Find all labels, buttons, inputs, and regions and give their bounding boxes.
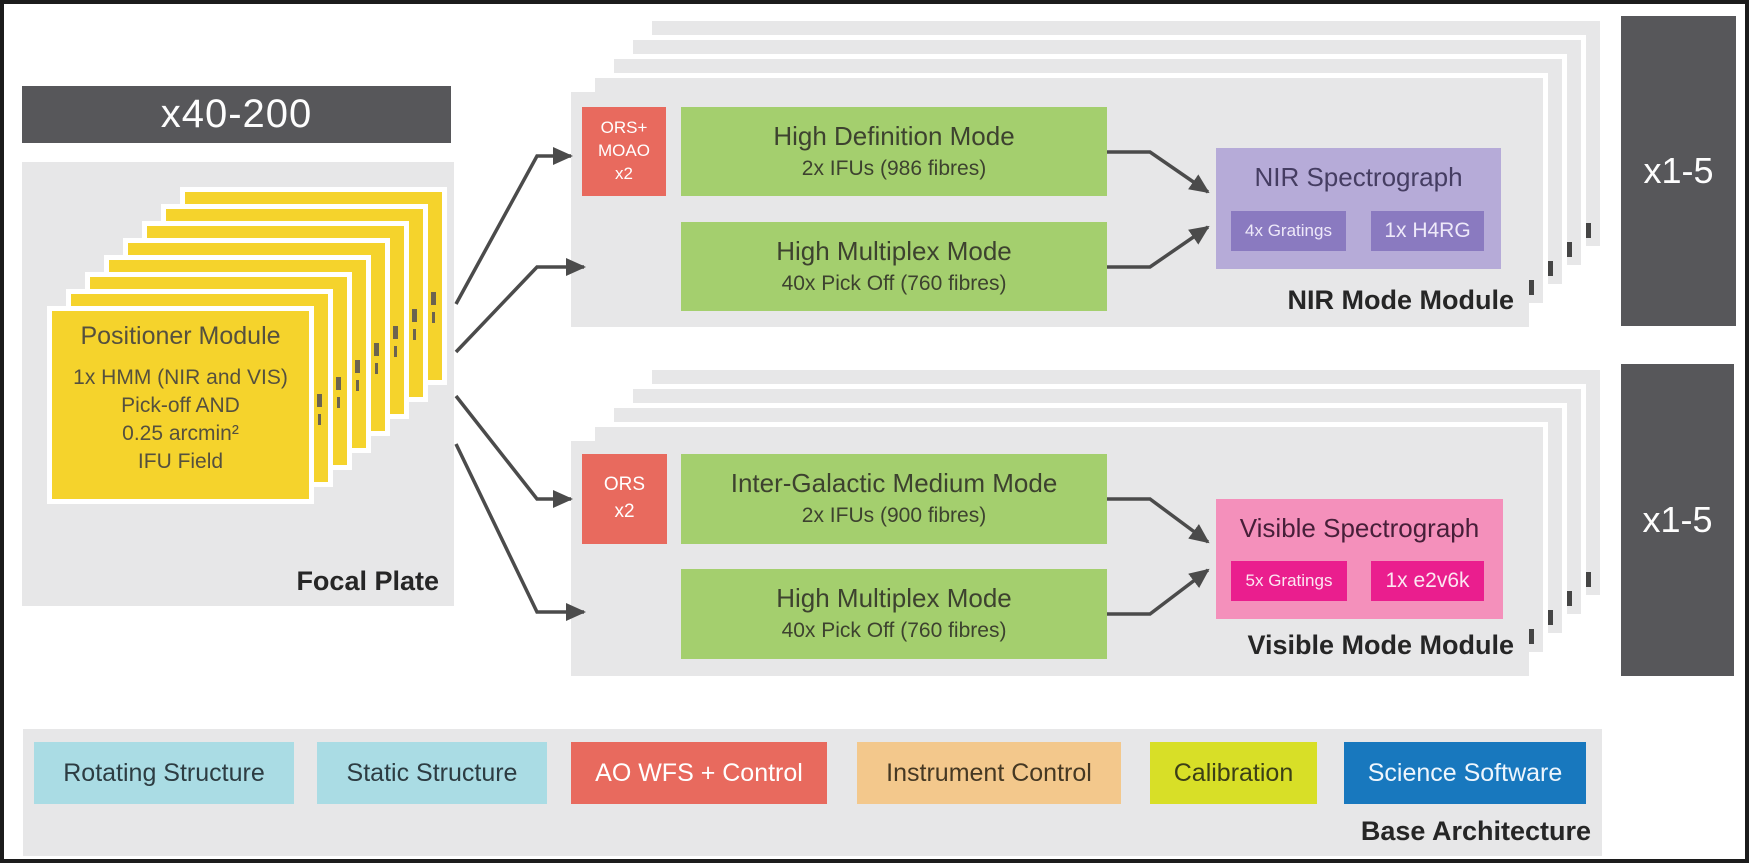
legend-calibration: Calibration	[1150, 742, 1317, 804]
mode-title: High Definition Mode	[773, 120, 1015, 151]
nir-spectrograph-title: NIR Spectrograph	[1254, 162, 1463, 192]
nir-ao-line: MOAO	[598, 141, 650, 161]
focal-multiplier-label: x40-200	[160, 92, 313, 136]
clipped-text-fragment	[1566, 242, 1572, 257]
clipped-text-fragment	[355, 359, 360, 373]
nir-high-multiplex-mode-box: High Multiplex Mode 40x Pick Off (760 fi…	[681, 222, 1107, 311]
base-architecture-label: Base Architecture	[1360, 816, 1591, 846]
nir-ao-box: ORS+ MOAO x2	[582, 107, 666, 196]
legend-label: Instrument Control	[886, 758, 1092, 787]
vis-mode-module-label: Visible Mode Module	[1247, 630, 1514, 660]
legend-instrument-control: Instrument Control	[857, 742, 1121, 804]
vis-multiplier-box: x1-5	[1621, 364, 1734, 676]
clipped-text-fragment	[374, 342, 379, 356]
legend-label: Rotating Structure	[63, 758, 265, 787]
clipped-text-fragment	[1528, 280, 1534, 295]
clipped-text-fragment	[317, 393, 322, 407]
mode-title: High Multiplex Mode	[776, 583, 1012, 614]
legend-science-software: Science Software	[1344, 742, 1586, 804]
clipped-text-fragment	[1547, 610, 1553, 625]
nir-high-definition-mode-box: High Definition Mode 2x IFUs (986 fibres…	[681, 107, 1107, 196]
mode-subtitle: 2x IFUs (986 fibres)	[801, 156, 987, 180]
positioner-card-line: 0.25 arcmin²	[122, 421, 239, 445]
clipped-text-fragment	[1528, 629, 1534, 644]
clipped-text-fragment	[412, 308, 417, 322]
nir-mode-module-label: NIR Mode Module	[1287, 285, 1514, 315]
legend-label: Science Software	[1367, 758, 1563, 787]
nir-gratings-chip: 4x Gratings	[1231, 211, 1346, 251]
vis-spectrograph-box: Visible Spectrograph	[1216, 499, 1503, 619]
vis-multiplier-label: x1-5	[1642, 499, 1713, 540]
arrow-focal-to-vis-hmm	[454, 443, 586, 621]
vis-igm-mode-box: Inter-Galactic Medium Mode 2x IFUs (900 …	[681, 454, 1107, 544]
clipped-text-fragment	[336, 376, 341, 390]
legend-static-structure: Static Structure	[317, 742, 547, 804]
nir-detector-chip: 1x H4RG	[1371, 211, 1484, 251]
vis-gratings-chip: 5x Gratings	[1231, 561, 1347, 601]
legend-label: Calibration	[1173, 758, 1294, 787]
vis-detector-chip: 1x e2v6k	[1371, 561, 1484, 601]
legend-rotating-structure: Rotating Structure	[34, 742, 294, 804]
nir-gratings-label: 4x Gratings	[1245, 221, 1332, 240]
clipped-text-fragment	[431, 291, 436, 305]
nir-multiplier-label: x1-5	[1643, 150, 1714, 191]
legend-label: Static Structure	[346, 758, 518, 787]
legend-label: AO WFS + Control	[595, 758, 803, 787]
clipped-text-fragment	[393, 325, 398, 339]
positioner-card-text: Positioner Module 1x HMM (NIR and VIS) P…	[47, 306, 314, 504]
positioner-card-line: Pick-off AND	[121, 393, 240, 417]
arrow-focal-to-vis-ao	[454, 394, 573, 508]
clipped-text-fragment	[1566, 591, 1572, 606]
focal-multiplier-box: x40-200	[22, 86, 451, 143]
legend-ao-wfs-control: AO WFS + Control	[571, 742, 827, 804]
vis-high-multiplex-mode-box: High Multiplex Mode 40x Pick Off (760 fi…	[681, 569, 1107, 659]
nir-ao-line: x2	[615, 163, 633, 183]
mode-title: High Multiplex Mode	[776, 235, 1012, 266]
arrow-focal-to-nir-hmm	[454, 258, 586, 354]
arrow-focal-to-nir-ao	[454, 147, 573, 305]
nir-ao-line: ORS+	[600, 118, 648, 138]
mode-subtitle: 40x Pick Off (760 fibres)	[781, 619, 1007, 643]
positioner-card-front	[47, 306, 314, 504]
nir-detector-label: 1x H4RG	[1384, 219, 1471, 242]
clipped-text-fragment	[1585, 223, 1591, 238]
clipped-text-fragment	[1547, 261, 1553, 276]
positioner-card-line: 1x HMM (NIR and VIS)	[73, 366, 288, 389]
mode-subtitle: 40x Pick Off (760 fibres)	[781, 271, 1007, 295]
vis-ao-line: ORS	[603, 474, 646, 496]
vis-spectrograph-title: Visible Spectrograph	[1239, 513, 1480, 543]
focal-plate-label: Focal Plate	[296, 566, 439, 596]
mode-subtitle: 2x IFUs (900 fibres)	[801, 504, 987, 528]
positioner-card-title: Positioner Module	[80, 322, 281, 350]
vis-ao-line: x2	[614, 501, 635, 522]
vis-gratings-label: 5x Gratings	[1245, 571, 1333, 590]
mode-title: Inter-Galactic Medium Mode	[730, 468, 1058, 499]
vis-ao-box: ORS x2	[582, 454, 667, 544]
positioner-card-line: IFU Field	[137, 449, 224, 473]
nir-multiplier-box: x1-5	[1621, 16, 1736, 326]
clipped-text-fragment	[1585, 572, 1591, 587]
vis-detector-label: 1x e2v6k	[1385, 569, 1470, 592]
